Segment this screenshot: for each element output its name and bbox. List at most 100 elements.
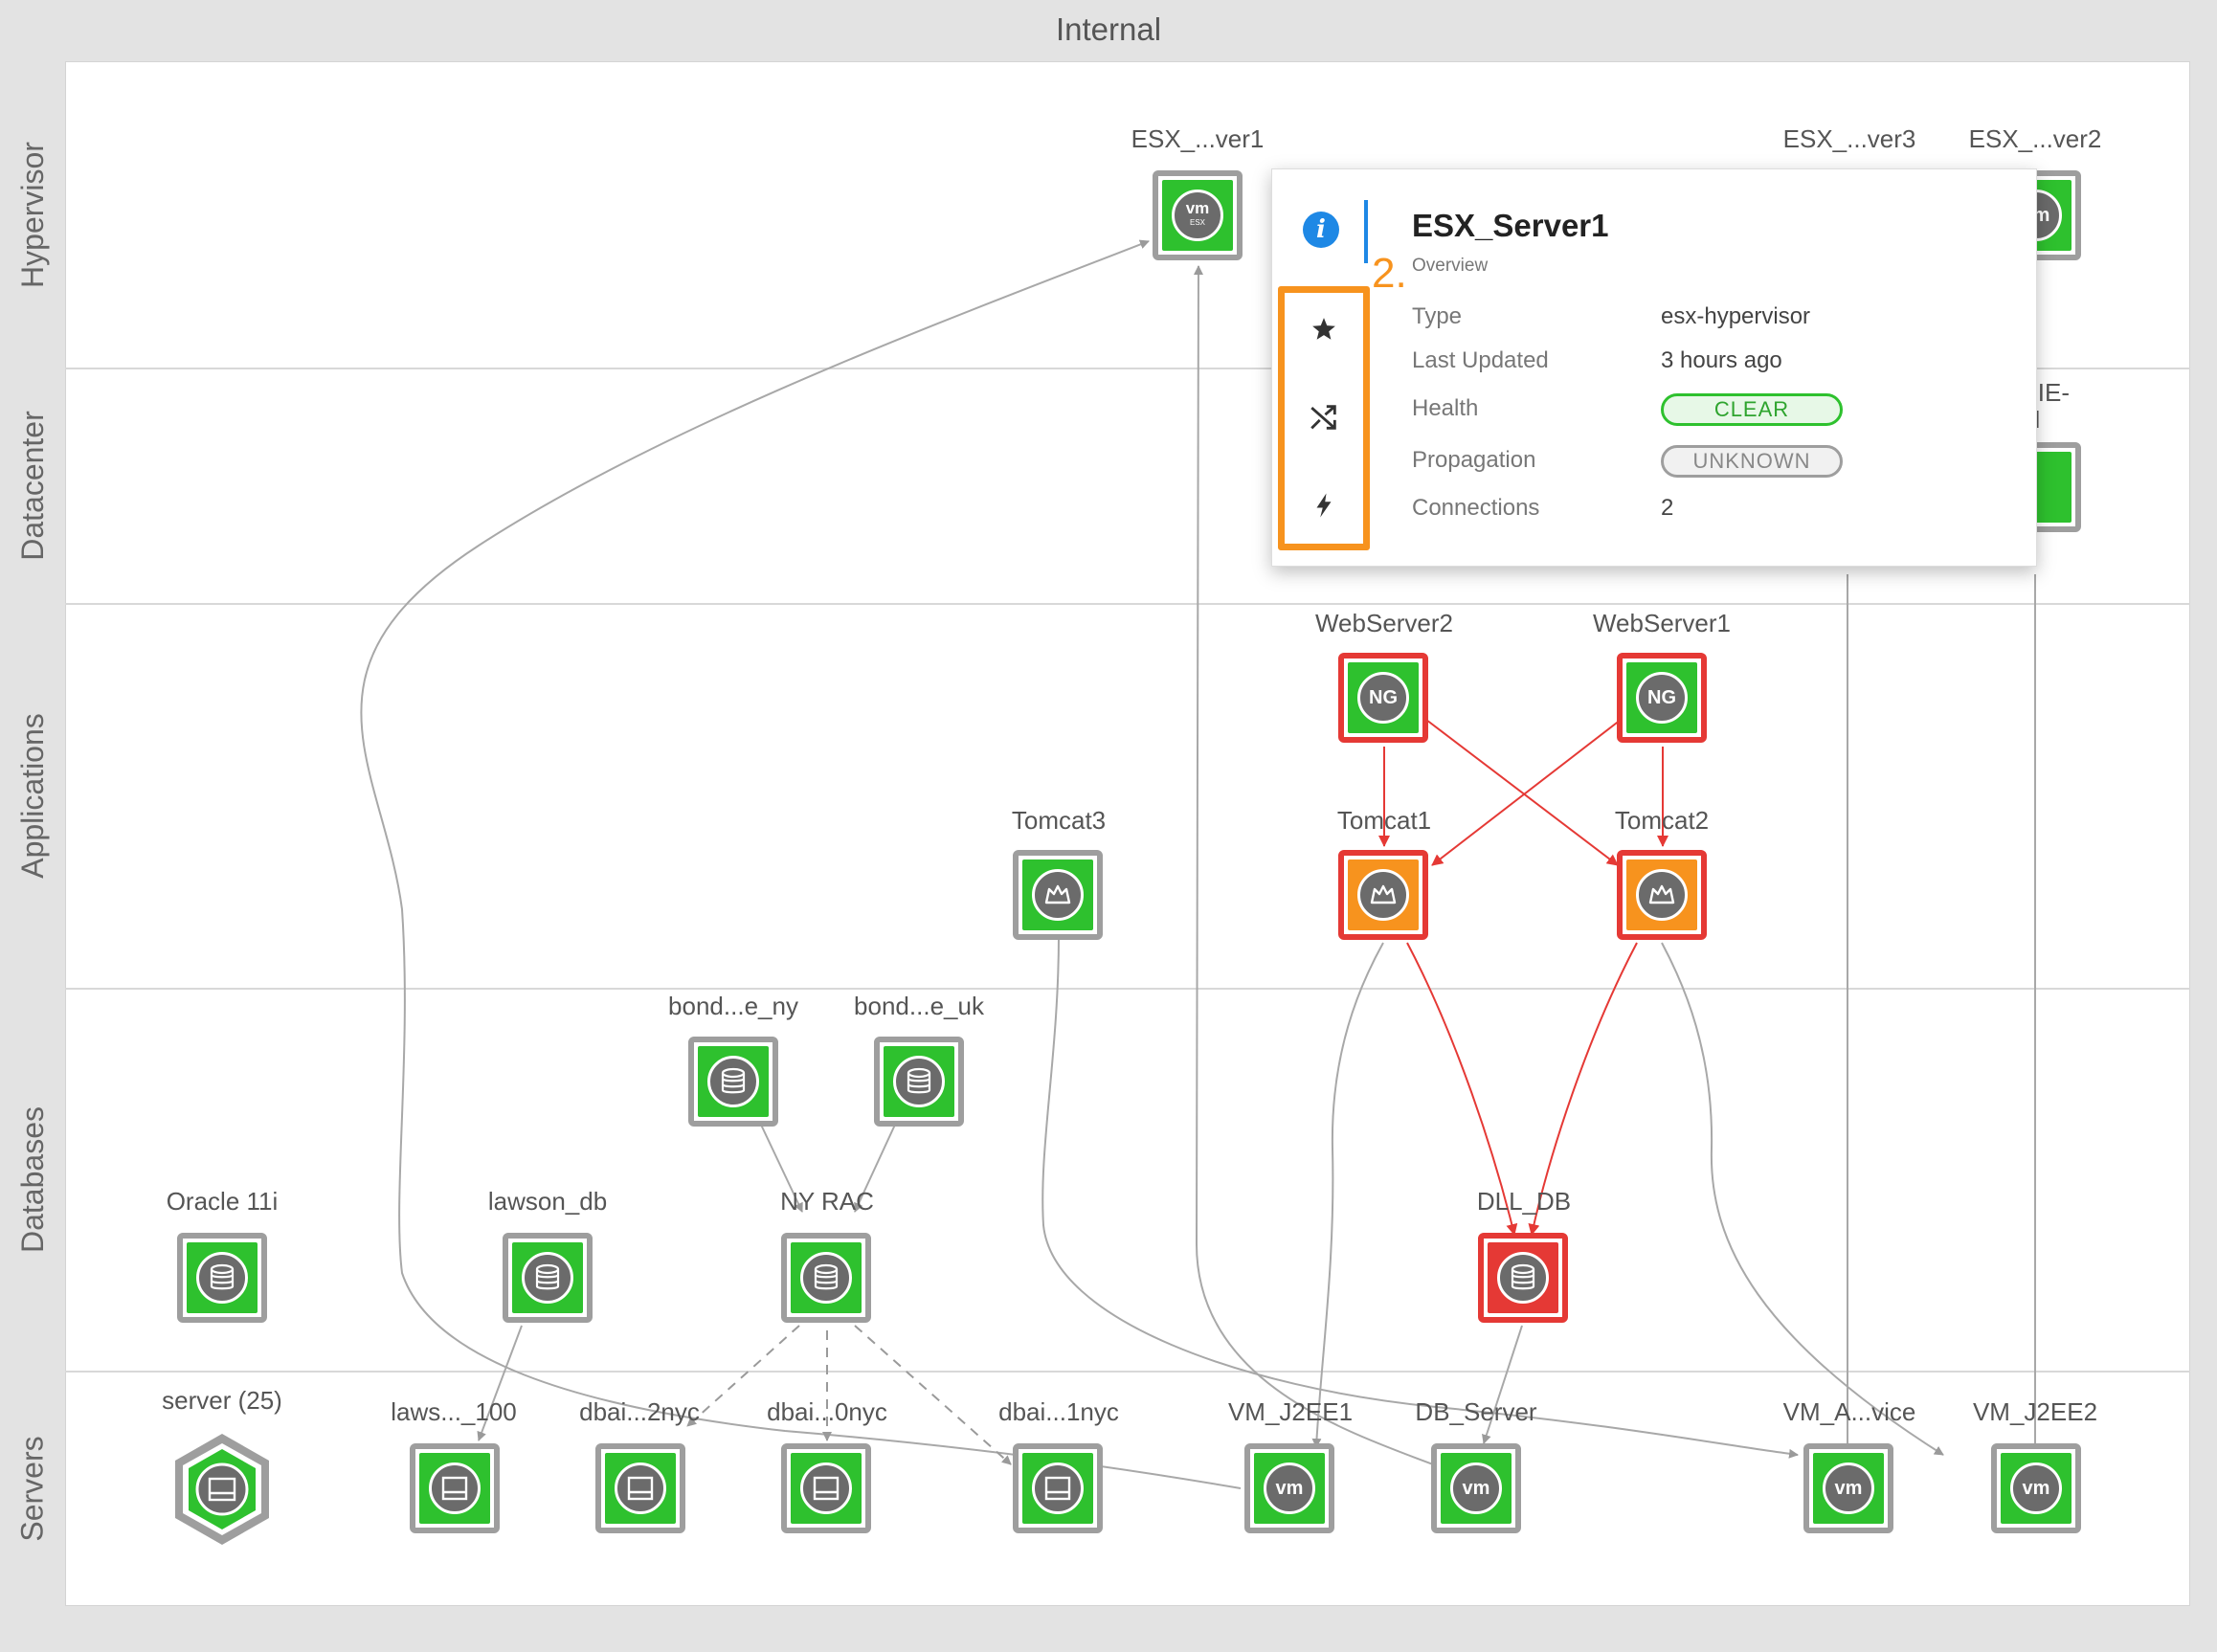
vm-icon: vm [1450, 1462, 1502, 1514]
node-tomcat3[interactable] [1013, 850, 1103, 940]
node-tomcat1[interactable] [1338, 850, 1428, 940]
node-label: VM_J2EE1 [1227, 1397, 1354, 1426]
action-toolbar [1278, 286, 1370, 550]
edge-dashed [854, 1325, 1012, 1465]
node-label: Tomcat2 [1614, 806, 1710, 835]
node-ny-rac[interactable] [781, 1233, 871, 1323]
tomcat-icon [1357, 869, 1409, 921]
node-label: WebServer2 [1314, 609, 1454, 637]
lightning-icon [1316, 493, 1332, 518]
info-icon[interactable]: i [1303, 212, 1339, 248]
node-tomcat2[interactable] [1617, 850, 1707, 940]
node-dbai-1nyc[interactable] [1013, 1443, 1103, 1533]
server-icon [800, 1462, 852, 1514]
popup-title: ESX_Server1 [1412, 208, 1609, 243]
propagation-status-badge: UNKNOWN [1661, 445, 1843, 478]
step-marker: 2. [1372, 250, 1407, 297]
node-label: WebServer1 [1592, 609, 1732, 637]
frame-title: Internal [1055, 11, 1162, 47]
edge-dashed [686, 1325, 800, 1427]
prop-type-value: esx-hypervisor [1661, 303, 1811, 329]
node-vm-j2ee1[interactable]: vm [1244, 1443, 1334, 1533]
database-icon [800, 1252, 852, 1304]
node-oracle[interactable] [177, 1233, 267, 1323]
node-label: bond...e_ny [668, 992, 798, 1020]
edge [1193, 265, 1446, 1470]
node-label: Tomcat1 [1336, 806, 1432, 835]
node-label: DLL_DB [1476, 1187, 1572, 1216]
tomcat-icon [1032, 869, 1084, 921]
database-icon [1497, 1252, 1549, 1304]
prop-connections-value: 2 [1661, 495, 1674, 521]
popup-subtitle: Overview [1412, 256, 1489, 276]
node-label: ESX_...ver1 [1131, 124, 1265, 153]
database-icon [893, 1056, 945, 1107]
node-vm-avice[interactable]: vm [1803, 1443, 1893, 1533]
node-server-group[interactable] [169, 1430, 275, 1549]
edge [477, 1325, 523, 1441]
node-label: dbai...2nyc [579, 1397, 700, 1426]
edge [1482, 1325, 1523, 1444]
node-label: dbai...0nyc [767, 1397, 887, 1426]
node-lawson-db[interactable] [503, 1233, 593, 1323]
popup-divider [1364, 200, 1368, 263]
node-webserver2[interactable]: NG [1338, 653, 1428, 743]
node-dbai-0nyc[interactable] [781, 1443, 871, 1533]
node-vm-j2ee2[interactable]: vm [1991, 1443, 2081, 1533]
database-icon [196, 1252, 248, 1304]
edge [854, 1124, 896, 1213]
edge-critical [1431, 719, 1622, 866]
tomcat-icon [1636, 869, 1688, 921]
star-icon [1312, 318, 1335, 340]
server-icon [615, 1462, 666, 1514]
lane-divider [65, 988, 2190, 990]
server-icon [429, 1462, 481, 1514]
edge-critical [1425, 719, 1619, 866]
prop-health-label: Health [1412, 395, 1479, 421]
node-label: VM_J2EE2 [1972, 1397, 2098, 1426]
node-dll-db[interactable] [1478, 1233, 1568, 1323]
node-label: server (25) [162, 1386, 282, 1415]
node-bond-uk[interactable] [874, 1037, 964, 1127]
vm-icon: vm [1264, 1462, 1315, 1514]
node-label: NY RAC [780, 1187, 874, 1216]
edge [760, 1124, 803, 1213]
node-label: VM_A...vice [1782, 1397, 1916, 1426]
node-label: lawson_db [487, 1187, 608, 1216]
node-webserver1[interactable]: NG [1617, 653, 1707, 743]
lane-divider [65, 368, 2190, 369]
prop-updated-label: Last Updated [1412, 347, 1549, 373]
vm-icon: vm [1823, 1462, 1874, 1514]
node-bond-ny[interactable] [688, 1037, 778, 1127]
edge [1041, 935, 1799, 1459]
trigger-button[interactable] [1285, 477, 1363, 534]
node-label: dbai...1nyc [998, 1397, 1119, 1426]
edge [1661, 942, 1944, 1456]
node-db-server[interactable]: vm [1431, 1443, 1521, 1533]
node-laws-100[interactable] [410, 1443, 500, 1533]
edge-critical [1406, 942, 1518, 1236]
node-overview-popup[interactable]: i ESX_Server1 Overview 2. Type esx-hyper… [1271, 168, 2037, 567]
server-icon [1032, 1462, 1084, 1514]
edge [1311, 942, 1384, 1448]
node-label: Tomcat3 [1011, 806, 1107, 835]
node-label: laws..._100 [391, 1397, 517, 1426]
node-label: DB_Server [1415, 1397, 1537, 1426]
lane-divider [65, 1371, 2190, 1373]
prop-updated-value: 3 hours ago [1661, 347, 1782, 373]
prop-propagation-label: Propagation [1412, 447, 1536, 473]
node-label: ESX_...ver3 [1782, 124, 1916, 153]
favorite-button[interactable] [1285, 301, 1363, 358]
node-dbai-2nyc[interactable] [595, 1443, 685, 1533]
lane-divider [65, 603, 2190, 605]
database-icon [707, 1056, 759, 1107]
database-icon [522, 1252, 573, 1304]
vm-icon: vm [2010, 1462, 2062, 1514]
prop-connections-label: Connections [1412, 495, 1540, 521]
shuffle-button[interactable] [1285, 389, 1363, 446]
node-label: ESX_...ver2 [1968, 124, 2102, 153]
edge-critical [1528, 942, 1638, 1236]
